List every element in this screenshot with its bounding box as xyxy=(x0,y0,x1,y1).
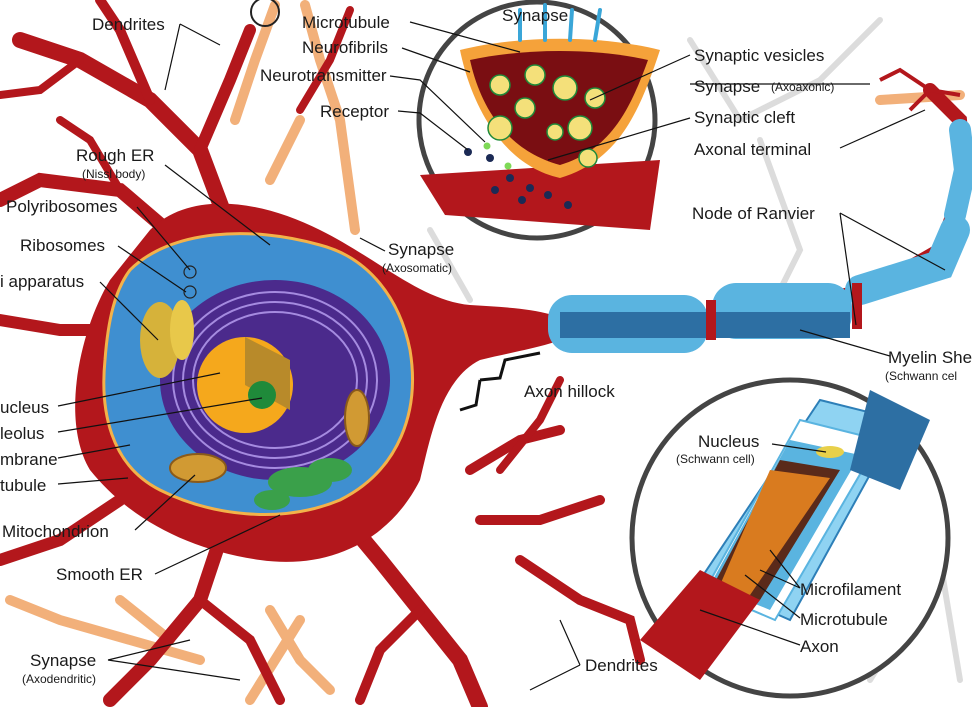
node-of-ranvier-mark xyxy=(706,300,716,340)
label-axon-hillock: Axon hillock xyxy=(524,382,615,401)
label-node-of-ranvier: Node of Ranvier xyxy=(692,204,815,223)
label-synapse-axosomatic: Synapse xyxy=(388,240,454,259)
small-marker-circle xyxy=(250,0,280,27)
mitochondrion xyxy=(344,389,370,447)
label-microtubule-inset: Microtubule xyxy=(800,610,888,629)
label-microfilament: Microfilament xyxy=(800,580,901,599)
neurotransmitter xyxy=(483,142,491,150)
polyribosome-marker xyxy=(183,265,197,279)
label-nucleolus: leolus xyxy=(0,424,44,443)
label-synapse-axodendritic: Synapse xyxy=(30,651,96,670)
mitochondrion xyxy=(169,453,227,483)
label-synapse-axoaxonic-sub: (Axoaxonic) xyxy=(771,80,834,94)
label-dendrites-bottom: Dendrites xyxy=(585,656,658,675)
dendrite-branches xyxy=(0,0,645,707)
label-mitochondrion: Mitochondrion xyxy=(2,522,109,541)
label-synapse-axosomatic-sub: (Axosomatic) xyxy=(382,261,452,275)
label-synapse-axodendritic-sub: (Axodendritic) xyxy=(22,672,96,686)
smooth-er xyxy=(254,458,352,510)
synapse-inset xyxy=(416,0,660,241)
schwann-nucleus xyxy=(816,446,844,458)
axonal-terminal-branches xyxy=(879,67,961,112)
label-microtubule-top: Microtubule xyxy=(302,13,390,32)
label-synapse-inset-title: Synapse xyxy=(502,6,568,25)
label-synaptic-vesicles: Synaptic vesicles xyxy=(694,46,824,65)
neurotransmitter xyxy=(504,162,512,170)
myelin-inset xyxy=(629,377,951,699)
golgi-apparatus xyxy=(140,300,194,378)
label-microtubule-left: tubule xyxy=(0,476,46,495)
label-nucleus-schwann-sub: (Schwann cell) xyxy=(676,452,755,466)
label-polyribosomes: Polyribosomes xyxy=(6,197,118,216)
labels: Dendrites Microtubule Neurofibrils Neuro… xyxy=(0,6,972,686)
label-golgi-apparatus: i apparatus xyxy=(0,272,84,291)
label-receptor: Receptor xyxy=(320,102,389,121)
label-nucleus: ucleus xyxy=(0,398,49,417)
label-dendrites-top: Dendrites xyxy=(92,15,165,34)
label-myelin-sheath-sub: (Schwann cel xyxy=(885,369,957,383)
label-nucleus-schwann: Nucleus xyxy=(698,432,759,451)
leader-lines xyxy=(57,21,946,691)
label-smooth-er: Smooth ER xyxy=(56,565,143,584)
node-of-ranvier-mark xyxy=(852,283,862,329)
nucleus-cutaway xyxy=(245,337,290,410)
receptors xyxy=(464,148,572,209)
label-ribosomes: Ribosomes xyxy=(20,236,105,255)
label-synapse-axoaxonic: Synapse xyxy=(694,77,760,96)
label-membrane: mbrane xyxy=(0,450,58,469)
myelin-segment xyxy=(944,119,972,226)
axon-in-inset xyxy=(640,570,760,680)
label-rough-er-sub: (Nissl body) xyxy=(82,167,145,181)
label-neurofibrils: Neurofibrils xyxy=(302,38,388,57)
label-myelin-sheath: Myelin She xyxy=(888,348,972,367)
axon xyxy=(548,67,972,353)
label-axonal-terminal: Axonal terminal xyxy=(694,140,811,159)
label-axon: Axon xyxy=(800,637,839,656)
label-synaptic-cleft: Synaptic cleft xyxy=(694,108,795,127)
myelin-segment xyxy=(845,215,970,305)
synaptic-vesicles xyxy=(487,64,606,168)
label-neurotransmitter: Neurotransmitter xyxy=(260,66,387,85)
label-rough-er: Rough ER xyxy=(76,146,154,165)
axon-core xyxy=(560,312,850,338)
ribosome-marker xyxy=(183,285,197,299)
nucleolus xyxy=(248,381,276,409)
